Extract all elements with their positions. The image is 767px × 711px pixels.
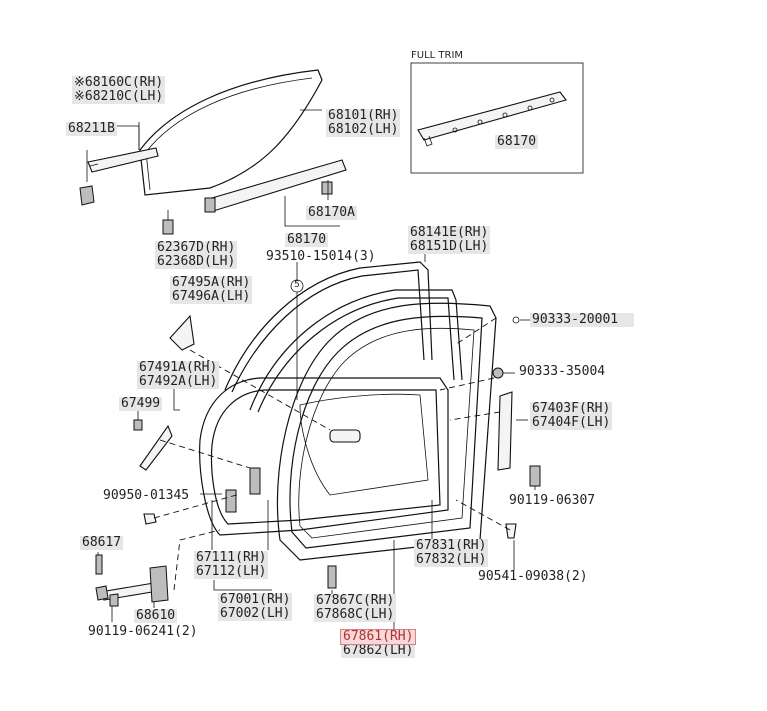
inner-belt-strip <box>79 147 159 206</box>
label-67867c: 67867C(RH) 67868C(LH) <box>314 593 397 622</box>
part-number: 62367D(RH) <box>155 240 238 255</box>
part-number: 68141E(RH) <box>408 225 491 240</box>
part-number: 67832(LH) <box>414 552 489 567</box>
label-68170-full-trim: 68170 <box>495 134 539 149</box>
part-number: ※68210C(LH) <box>72 89 166 104</box>
part-number: 68617 <box>80 535 124 550</box>
part-number: 68610 <box>134 608 178 623</box>
outer-belt-strip <box>204 159 347 213</box>
label-67495a: 67495A(RH) 67496A(LH) <box>170 275 253 304</box>
part-number: 67404F(LH) <box>530 415 613 430</box>
part-number: 67496A(LH) <box>170 289 253 304</box>
corner-piece-67495 <box>169 314 195 351</box>
part-number: 68170 <box>495 134 539 149</box>
door-glass <box>139 69 323 196</box>
plug-90950 <box>143 513 157 525</box>
part-number: 90333-35004 <box>519 364 606 379</box>
door-shell <box>199 377 449 536</box>
part-number: 93510-15014(3) <box>266 249 376 264</box>
part-number: 67868C(LH) <box>314 607 397 622</box>
part-number: 68170A <box>306 205 357 220</box>
part-number: 67111(RH) <box>194 550 269 565</box>
part-number: 62368D(LH) <box>155 254 238 269</box>
part-number: 67495A(RH) <box>170 275 253 290</box>
label-93510: 93510-15014(3) <box>264 250 378 264</box>
leader-lines <box>86 109 536 630</box>
grommet-90333a <box>512 316 520 324</box>
label-67491a: 67491A(RH) 67492A(LH) <box>137 360 220 389</box>
label-90950: 90950-01345 <box>101 489 191 503</box>
mirror-base-67491 <box>139 424 173 471</box>
part-number: 67831(RH) <box>414 538 489 553</box>
door-main-seal <box>276 302 497 561</box>
grommet-90333b <box>492 367 504 379</box>
label-68211b: 68211B <box>66 122 117 136</box>
callout-number: 5 <box>294 280 300 290</box>
dashed-assembly-lines <box>153 317 511 591</box>
part-number: 67491A(RH) <box>137 360 220 375</box>
part-number: 90119-06241(2) <box>88 624 198 639</box>
part-number: 68170 <box>285 232 329 247</box>
stud-90541 <box>505 523 517 539</box>
door-check <box>95 565 169 607</box>
hinge-parts <box>225 467 261 513</box>
part-number: 90950-01345 <box>103 488 190 503</box>
label-68141e: 68141E(RH) 68151D(LH) <box>408 225 491 254</box>
part-number: 68211B <box>66 121 117 136</box>
label-67403f: 67403F(RH) 67404F(LH) <box>530 401 613 430</box>
part-number: 67492A(LH) <box>137 374 220 389</box>
label-90333-20001: 90333-20001 <box>530 313 635 327</box>
part-number: 67002(LH) <box>218 606 293 621</box>
part-number: 67001(RH) <box>218 592 293 607</box>
label-90119-06307: 90119-06307 <box>507 494 597 508</box>
label-68617: 68617 <box>80 535 124 550</box>
label-68170: 68170 <box>285 232 329 247</box>
part-number: 68102(LH) <box>326 122 401 137</box>
part-number: 67867C(RH) <box>314 593 397 608</box>
part-number: 68151D(LH) <box>408 239 491 254</box>
part-number: 67861(RH) <box>339 629 417 645</box>
part-number: 90541-09038(2) <box>478 569 588 584</box>
label-90541: 90541-09038(2) <box>476 570 590 584</box>
label-62367d: 62367D(RH) 62368D(LH) <box>155 240 238 269</box>
part-number: 67403F(RH) <box>530 401 613 416</box>
door-weatherstrip <box>224 261 463 413</box>
label-68160c: ※68160C(RH) ※68210C(LH) <box>72 75 166 104</box>
label-68101: 68101(RH) 68102(LH) <box>326 108 401 137</box>
label-68170a: 68170A <box>306 206 357 220</box>
full-trim-weatherstrip <box>417 91 567 147</box>
label-67111: 67111(RH) 67112(LH) <box>194 550 269 579</box>
part-number: 90119-06307 <box>509 493 596 508</box>
label-68610: 68610 <box>134 608 178 623</box>
clip-67867 <box>327 565 337 589</box>
part-number: 67862(LH) <box>341 643 416 658</box>
label-90119-06241: 90119-06241(2) <box>86 625 200 639</box>
label-67861: 67861(RH) 67862(LH) <box>339 629 417 658</box>
label-67499: 67499 <box>119 396 163 411</box>
part-number: 90333-20001 <box>530 313 635 327</box>
bolt-90119a <box>529 465 541 487</box>
label-67831: 67831(RH) 67832(LH) <box>414 538 489 567</box>
full-trim-title: FULL TRIM <box>411 50 464 61</box>
label-90333-35004: 90333-35004 <box>517 365 607 379</box>
part-number: ※68160C(RH) <box>72 75 166 90</box>
part-number: 68101(RH) <box>326 108 401 123</box>
label-67001: 67001(RH) 67002(LH) <box>218 592 293 621</box>
part-number: 67112(LH) <box>194 564 269 579</box>
clip-62367 <box>162 219 174 235</box>
clip-67499 <box>133 419 143 431</box>
part-number: 67499 <box>119 396 163 411</box>
run-channel-67403 <box>497 391 513 471</box>
bolt-68617 <box>95 554 103 575</box>
full-trim-box <box>410 62 584 174</box>
